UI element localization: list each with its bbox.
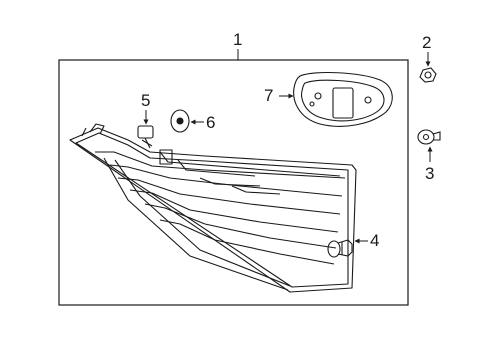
bolt-part-5 xyxy=(137,125,154,149)
gasket-part-7 xyxy=(293,71,393,127)
clip-part-3 xyxy=(417,129,441,145)
tail-lamp-housing xyxy=(69,123,357,293)
callout-label-2: 2 xyxy=(422,33,432,52)
callout-label-7: 7 xyxy=(264,86,274,105)
nut-part-2 xyxy=(419,67,437,83)
nut-part-6 xyxy=(170,109,190,133)
callout-label-3: 3 xyxy=(425,164,435,183)
callout-label-1: 1 xyxy=(233,30,243,49)
callout-label-6: 6 xyxy=(206,113,216,132)
assembly-frame xyxy=(58,59,409,306)
callout-label-5: 5 xyxy=(141,91,151,110)
push-pin-part-4 xyxy=(327,239,353,258)
callout-label-4: 4 xyxy=(370,231,380,250)
